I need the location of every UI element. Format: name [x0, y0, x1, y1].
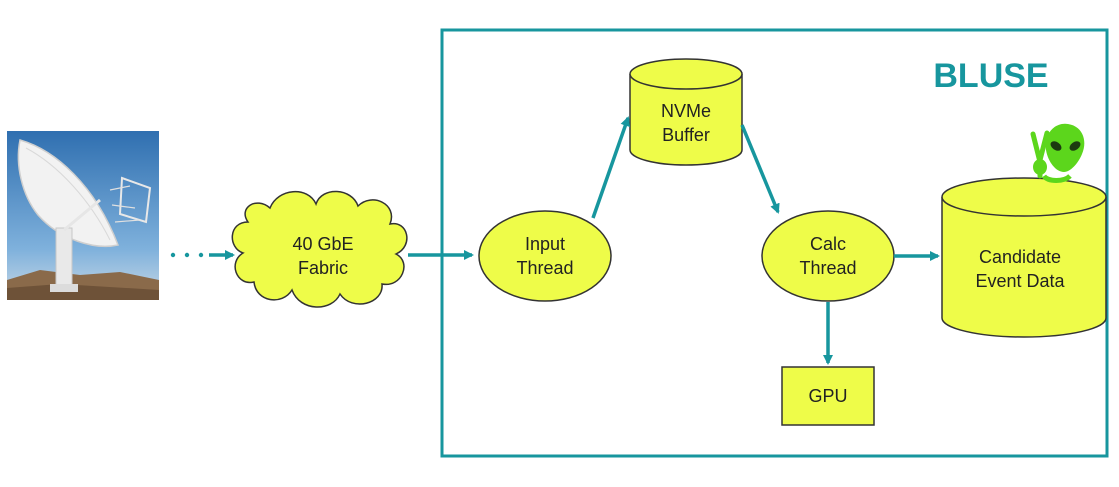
input-thread-node: Input Thread — [478, 210, 612, 302]
system-title: BLUSE — [933, 57, 1048, 95]
candidate-label-line2: Event Data — [975, 271, 1065, 291]
nvme-label-line2: Buffer — [662, 125, 710, 145]
bluse-container — [440, 28, 1109, 458]
fabric-cloud: 40 GbE Fabric — [231, 190, 408, 308]
calc-thread-label-line1: Calc — [810, 234, 846, 254]
calc-thread-label-line2: Thread — [799, 258, 856, 278]
nvme-buffer-node: NVMe Buffer — [629, 58, 743, 166]
gpu-node: GPU — [781, 366, 875, 426]
gpu-label: GPU — [808, 386, 847, 406]
fabric-label-line1: 40 GbE — [292, 234, 353, 254]
calc-thread-node: Calc Thread — [761, 210, 895, 302]
fabric-label-line2: Fabric — [298, 258, 348, 278]
nvme-to-calc-arrow — [740, 124, 780, 214]
input-to-nvme-arrow — [591, 116, 631, 219]
dotted-link — [170, 250, 235, 260]
radio-telescope-dish-icon — [7, 131, 159, 300]
candidate-label-line1: Candidate — [979, 247, 1061, 267]
candidate-store-node: Candidate Event Data — [941, 177, 1107, 338]
nvme-label-line1: NVMe — [661, 101, 711, 121]
alien-peace-sign-icon — [1030, 123, 1085, 183]
input-thread-label-line2: Thread — [516, 258, 573, 278]
input-thread-label-line1: Input — [525, 234, 565, 254]
